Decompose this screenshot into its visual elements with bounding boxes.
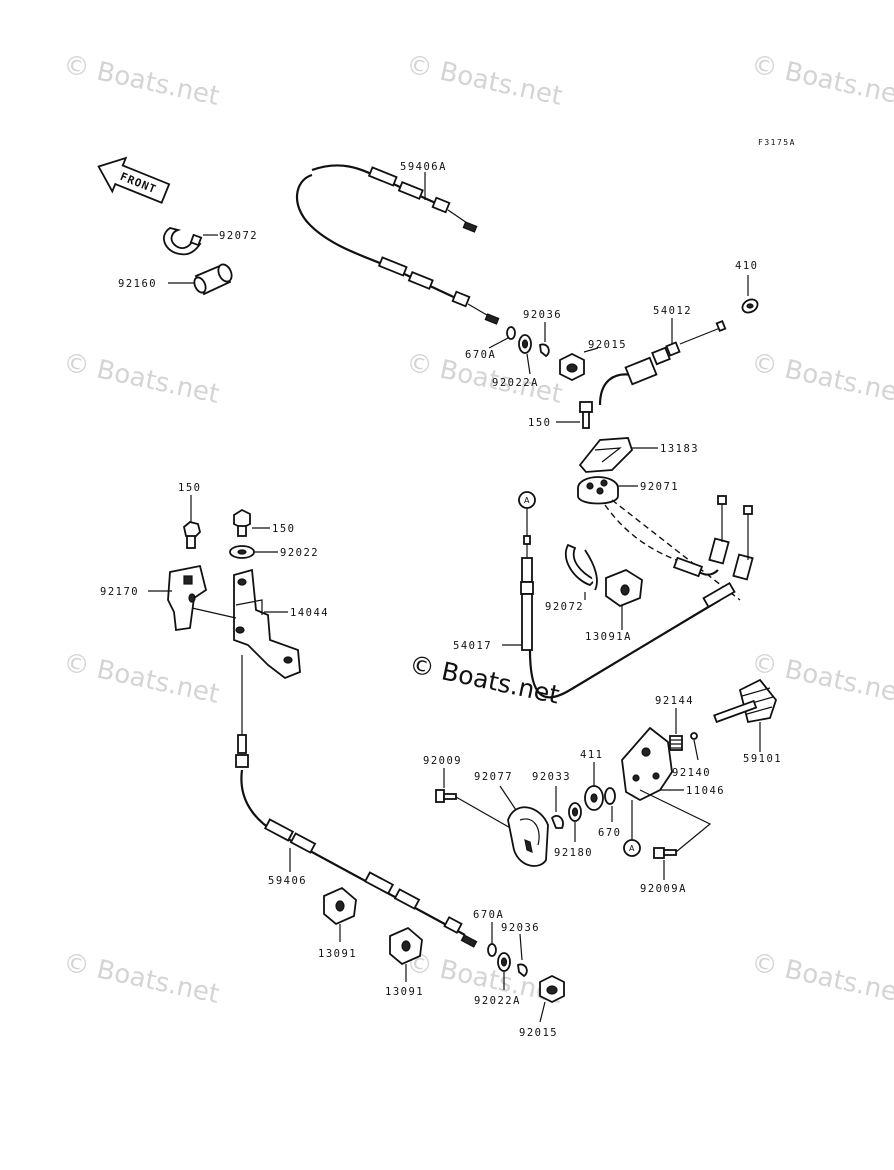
routing-line [604,504,691,566]
watermark: © Boats.net [404,50,565,112]
part-label: 670 [598,827,621,839]
washer-92022 [229,545,255,559]
block-13091-b [389,926,423,966]
bolt-150-left [183,521,201,549]
bolt-150-mid [233,508,251,537]
part-label: 92180 [554,847,593,859]
oring-670A-top [506,326,516,340]
watermark: © Boats.net [749,348,894,410]
bolt-150-top [579,401,593,429]
washer-411 [584,785,604,811]
routing-line [611,499,741,601]
throttle-assembly-54012 [598,319,727,406]
part-label: 13183 [660,443,699,455]
leader-line [191,607,237,619]
block-13091A [605,568,643,608]
reference-marker-a: A [623,800,641,857]
watermark-center: © Boats.net [407,650,562,710]
nut-92015-top [559,352,585,382]
part-label: 92140 [672,767,711,779]
part-label: 92077 [474,771,513,783]
collar-92160 [193,263,233,296]
part-label: 670A [473,909,504,921]
part-label: 92170 [100,586,139,598]
part-label: 410 [735,260,758,272]
part-label: 59101 [743,753,782,765]
washer-92022A-top [518,334,532,354]
plate-13183 [578,437,634,473]
washer-92022A-bot [497,952,511,972]
watermark: © Boats.net [749,948,894,1010]
watermark: © Boats.net [61,948,222,1010]
grommet-92071 [577,476,619,505]
leader-line [639,789,712,853]
case-11046 [621,726,673,802]
reference-marker-label: A [629,844,635,853]
part-label: 13091A [585,631,632,643]
diagram-code: F3175A [758,138,796,147]
part-label: 92036 [523,309,562,321]
part-label: 92072 [545,601,584,613]
part-label: 14044 [290,607,329,619]
part-label: 411 [580,749,603,761]
part-label: 11046 [686,785,725,797]
shaft-59101 [713,678,778,724]
part-label: 59406 [268,875,307,887]
part-label: 92160 [118,278,157,290]
part-label: 150 [178,482,201,494]
part-label: 670A [465,349,496,361]
part-label: 92022A [474,995,521,1007]
screw-92009A [653,847,677,859]
part-label: 59406A [400,161,447,173]
part-label: 54012 [653,305,692,317]
part-label: 13091 [318,948,357,960]
washer-410 [741,298,759,314]
ball-92140 [690,732,698,740]
part-label: 54017 [453,640,492,652]
block-13091-a [323,886,357,926]
clamp-92072-top [163,227,203,256]
part-label: 92144 [655,695,694,707]
part-label: 150 [528,417,551,429]
part-label: 92009 [423,755,462,767]
reference-marker-a: A [518,491,536,530]
part-label: 92022 [280,547,319,559]
lever-92077 [507,806,549,867]
part-label: 150 [272,523,295,535]
watermark: © Boats.net [61,348,222,410]
part-label: 92015 [588,339,627,351]
clip-92033 [550,815,564,829]
part-label: 92072 [219,230,258,242]
bracket-92170 [167,564,208,632]
part-label: 92022A [492,377,539,389]
watermark: © Boats.net [749,50,894,112]
screw-92009 [435,789,457,803]
oring-670 [604,787,616,805]
washer-92180 [568,802,582,822]
oring-670A-bot [487,943,497,957]
part-label: 92071 [640,481,679,493]
leader-line [455,796,515,831]
part-label: 13091 [385,986,424,998]
part-label: 92009A [640,883,687,895]
clamp-92072-mid [565,543,598,591]
part-label: 92015 [519,1027,558,1039]
watermark: © Boats.net [61,50,222,112]
part-label: 92033 [532,771,571,783]
bracket-14044 [233,568,301,680]
cable-54017 [520,495,754,699]
cable-59406 [235,655,478,948]
watermark: © Boats.net [61,648,222,710]
spring-92144 [669,735,683,751]
cable-59406A [295,164,500,325]
reference-marker-label: A [524,496,530,505]
clip-92036-bot [517,963,528,978]
nut-92015-bot [539,974,565,1004]
front-arrow-icon: FRONT [97,156,171,204]
clip-92036-top [539,343,550,358]
part-label: 92036 [501,922,540,934]
